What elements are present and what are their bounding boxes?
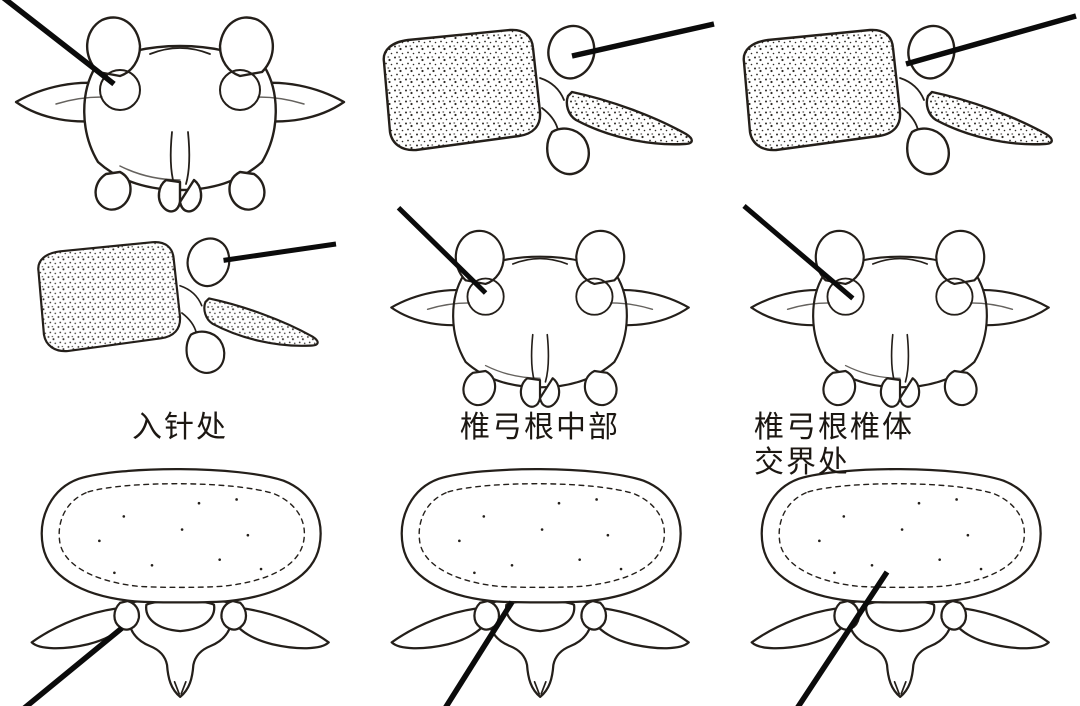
needle-icon bbox=[905, 13, 1077, 67]
vertebra-lateral-outline bbox=[742, 24, 1053, 176]
vertebra-axial-view-drawing bbox=[22, 468, 330, 706]
vertebra-axial-view-drawing bbox=[750, 468, 1050, 706]
needle-icon bbox=[795, 570, 890, 706]
vertebra-lateral-outline bbox=[382, 24, 693, 176]
vertebra-lateral-view-drawing bbox=[382, 21, 715, 176]
panel-row3-col1-axial-entry bbox=[0, 462, 360, 706]
vertebra-lateral-view-drawing bbox=[37, 237, 337, 374]
label-cell-entry-point: 入针处 bbox=[0, 410, 360, 462]
panel-row2-col3-posterior-junction bbox=[720, 204, 1080, 410]
needle-icon bbox=[443, 600, 515, 706]
panel-row1-col2-lateral-midpedicle bbox=[360, 0, 720, 215]
needle-icon bbox=[396, 205, 488, 295]
needle-icon bbox=[22, 625, 124, 706]
label-mid-pedicle: 椎弓根中部 bbox=[460, 411, 620, 444]
label-cell-mid-pedicle: 椎弓根中部 bbox=[360, 410, 720, 462]
needle-icon bbox=[742, 204, 855, 301]
needle-icon bbox=[1, 0, 116, 87]
vertebra-axial-outline bbox=[390, 468, 690, 699]
vertebra-posterior-view-drawing bbox=[1, 0, 346, 213]
vertebra-posterior-outline bbox=[750, 229, 1050, 408]
needle-icon bbox=[223, 241, 337, 263]
vertebra-posterior-outline bbox=[390, 229, 690, 408]
panel-row2-col1-lateral-entry bbox=[0, 215, 360, 410]
vertebra-posterior-view-drawing bbox=[390, 205, 690, 408]
label-junction-line1: 椎弓根椎体 bbox=[754, 411, 914, 444]
label-junction: 椎弓根椎体交界处 bbox=[754, 410, 914, 480]
label-cell-junction: 椎弓根椎体交界处 bbox=[720, 410, 1080, 479]
panel-row3-col3-axial-junction bbox=[720, 462, 1080, 706]
panel-row2-col2-posterior-midpedicle bbox=[360, 205, 720, 410]
panel-row1-col1-posterior-entry bbox=[0, 0, 360, 215]
panel-row1-col3-lateral-junction bbox=[720, 0, 1080, 215]
vertebra-axial-view-drawing bbox=[390, 468, 690, 706]
needle-icon bbox=[571, 21, 715, 59]
vertebra-axial-outline bbox=[750, 468, 1050, 699]
vertebra-posterior-view-drawing bbox=[742, 204, 1050, 408]
vertebra-lateral-outline bbox=[37, 237, 319, 374]
vertebra-lateral-view-drawing bbox=[742, 13, 1077, 176]
label-entry-point: 入针处 bbox=[132, 411, 228, 444]
panel-row3-col2-axial-midpedicle bbox=[360, 462, 720, 706]
label-junction-line2: 交界处 bbox=[754, 446, 850, 479]
